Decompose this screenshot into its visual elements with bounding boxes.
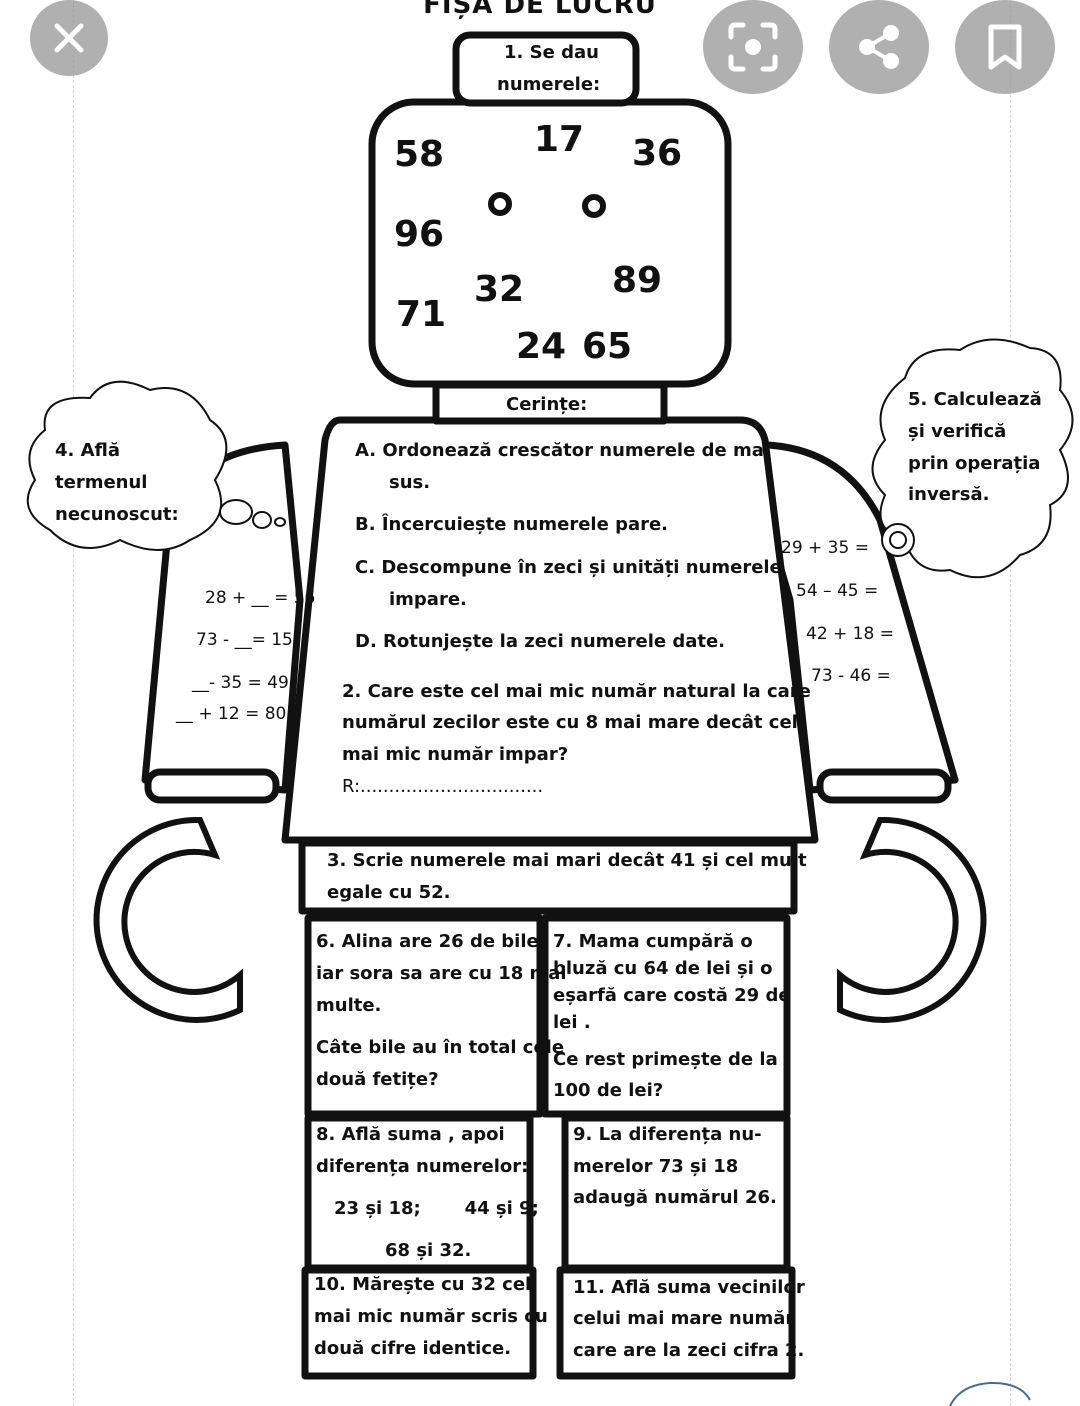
task-11-line2: celui mai mare număr	[573, 1308, 795, 1329]
task-3-line1: 3. Scrie numerele mai mari decât 41 și c…	[327, 850, 807, 871]
task-a-line2: sus.	[389, 472, 431, 493]
right-hand	[837, 816, 987, 1023]
head-label-line2: numerele:	[497, 74, 601, 95]
right-cloud-bubble-2	[889, 531, 907, 549]
page-guide-right	[1010, 0, 1011, 1406]
q9-box	[561, 1114, 791, 1272]
head-label-line1: 1. Se dau	[504, 42, 599, 63]
q10-box	[301, 1266, 537, 1380]
left-equation: 28 + __ = 56	[205, 588, 316, 608]
stamp-logo	[949, 1381, 1031, 1406]
task-a-line1: A. Ordonează crescător numerele de mai	[355, 440, 771, 461]
task-9-line2: merelor 73 și 18	[573, 1156, 739, 1177]
lens-icon	[728, 22, 778, 72]
task-7-line4: lei .	[553, 1012, 591, 1033]
torso	[281, 416, 819, 844]
left-wrist	[144, 768, 280, 804]
share-icon	[859, 25, 899, 69]
lens-button[interactable]	[703, 0, 803, 94]
neck-label: Cerințe:	[506, 394, 588, 415]
right-equation: 73 - 46 =	[811, 666, 891, 686]
page-guide-left	[73, 0, 74, 1406]
task-2-line1: 2. Care este cel mai mic număr natural l…	[342, 681, 811, 702]
left-equation: __- 35 = 49	[192, 673, 289, 693]
share-button[interactable]	[829, 0, 929, 94]
task-10-line2: mai mic număr scris cu	[314, 1306, 548, 1327]
belt-box	[298, 839, 798, 915]
right-cloud-line4: inversă.	[908, 484, 990, 505]
task-9-line3: adaugă numărul 26.	[573, 1187, 777, 1208]
task-b: B. Încercuiește numerele pare.	[355, 514, 669, 535]
task-10-line1: 10. Mărește cu 32 cel	[314, 1274, 532, 1295]
head-number: 36	[632, 133, 683, 174]
right-cloud-line1: 5. Calculează	[908, 389, 1042, 410]
right-cloud-line3: prin operația	[908, 453, 1041, 474]
task-7-line6: 100 de lei?	[553, 1080, 664, 1101]
task-9-line1: 9. La diferența nu-	[573, 1124, 762, 1145]
task-2-line3: mai mic număr impar?	[342, 744, 569, 765]
task-7-line3: eșarfă care costă 29 de	[553, 985, 791, 1006]
head-number: 17	[534, 119, 585, 160]
task-11-line1: 11. Află suma vecinilor	[573, 1277, 805, 1298]
task-6-line4: Câte bile au în total cele	[316, 1037, 565, 1058]
left-cloud-line3: necunoscut:	[55, 504, 179, 525]
task-8-line3: 23 și 18; 44 și 9;	[334, 1198, 539, 1219]
head-number: 24	[516, 326, 567, 367]
right-equation: 54 – 45 =	[796, 581, 879, 601]
bookmark-button[interactable]	[955, 0, 1055, 94]
right-eye	[582, 194, 606, 218]
right-cloud-shape	[871, 338, 1074, 579]
right-equation: 42 + 18 =	[806, 624, 894, 644]
task-7-line5: Ce rest primește de la	[553, 1049, 778, 1070]
left-hand	[93, 816, 243, 1023]
task-c-line1: C. Descompune în zeci și unități numerel…	[355, 557, 782, 578]
task-10-line3: două cifre identice.	[314, 1338, 512, 1359]
left-cloud-line1: 4. Află	[55, 440, 121, 461]
right-arm	[741, 441, 959, 794]
task-3-line2: egale cu 52.	[327, 882, 451, 903]
left-cloud-bubble-1	[219, 499, 253, 525]
task-7-line2: bluză cu 64 de lei și o	[553, 958, 773, 979]
page-title: FIȘĂ DE LUCRU	[423, 0, 657, 20]
task-2-answer: R:................................	[342, 776, 544, 797]
head-number: 89	[612, 260, 663, 301]
q7-box	[541, 914, 791, 1118]
q11-box	[556, 1266, 796, 1380]
task-8-line2: diferența numerelor:	[316, 1156, 529, 1177]
close-icon	[54, 23, 84, 53]
task-6-line2: iar sora sa are cu 18 mai	[316, 963, 567, 984]
head-number: 32	[474, 269, 525, 310]
left-equation: 73 - __= 15	[196, 630, 293, 650]
left-cloud-line2: termenul	[55, 472, 148, 493]
q6-box	[304, 914, 544, 1118]
task-8-line1: 8. Află suma , apoi	[316, 1124, 505, 1145]
task-7-line1: 7. Mama cumpără o	[553, 931, 753, 952]
left-cloud-bubble-3	[274, 517, 286, 527]
left-cloud-shape	[26, 380, 228, 551]
task-c-line2: impare.	[389, 589, 467, 610]
bookmark-icon	[988, 24, 1022, 70]
right-equation: 29 + 35 =	[781, 538, 869, 558]
task-11-line3: care are la zeci cifra 2.	[573, 1340, 805, 1361]
task-6-line3: multe.	[316, 995, 382, 1016]
right-cloud-line2: și verifică	[908, 421, 1007, 442]
q8-box	[304, 1114, 534, 1272]
head-stud	[452, 31, 640, 107]
close-button[interactable]	[30, 0, 108, 76]
left-eye	[488, 192, 512, 216]
head-number: 71	[396, 294, 447, 335]
task-6-line5: două fetițe?	[316, 1069, 439, 1090]
task-d: D. Rotunjește la zeci numerele date.	[355, 631, 726, 652]
task-6-line1: 6. Alina are 26 de bile,	[316, 931, 546, 952]
task-2-line2: numărul zecilor este cu 8 mai mare decât…	[342, 712, 798, 733]
head-number: 96	[394, 214, 445, 255]
head-number: 58	[394, 134, 445, 175]
head-number: 65	[582, 326, 633, 367]
right-wrist	[816, 768, 952, 804]
task-8-line4: 68 și 32.	[385, 1240, 472, 1261]
left-cloud-bubble-2	[252, 511, 272, 529]
left-equation: __ + 12 = 80	[176, 704, 287, 724]
